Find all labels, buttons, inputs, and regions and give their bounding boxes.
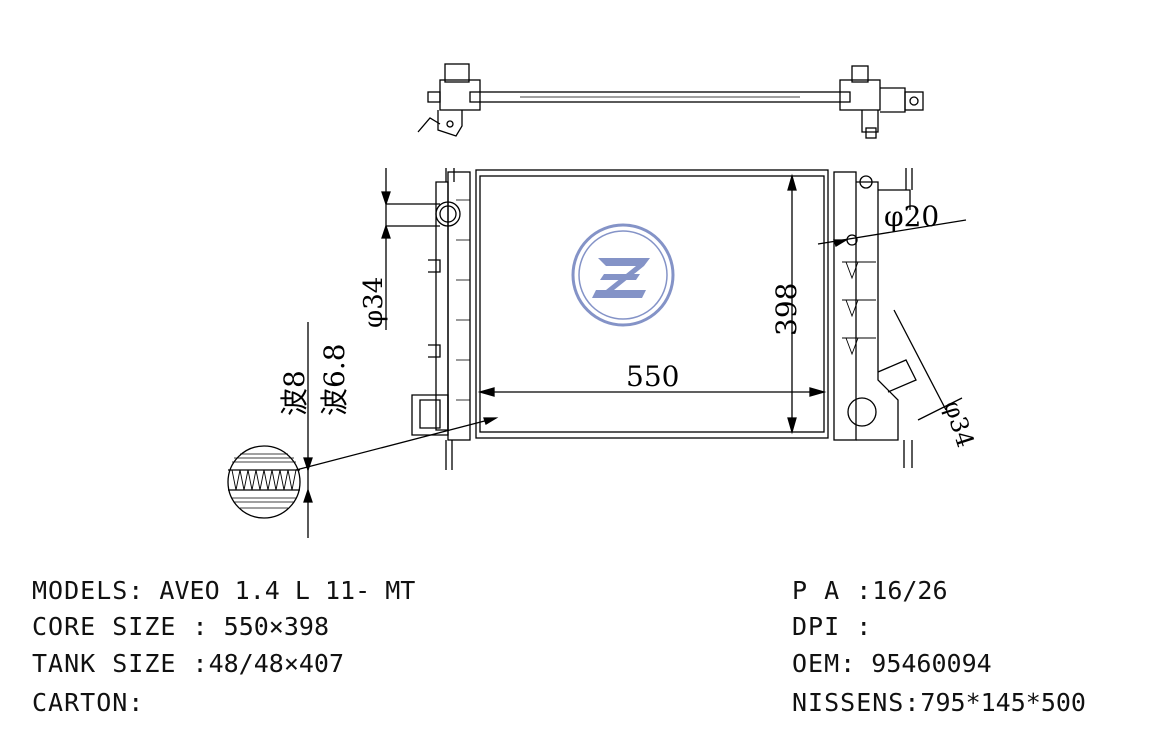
dimension-398 [787, 173, 797, 435]
radiator-core [475, 169, 829, 439]
inlet-diameter-label: φ34 [359, 277, 389, 328]
pa-label: P A : [792, 576, 873, 605]
radiator-drawing: 550 398 φ34 φ20 φ34 波8 波6.8 [227, 63, 980, 538]
core-height-label: 398 [770, 283, 803, 336]
nissens-label: NISSENS: [792, 688, 921, 717]
tank-size-row: TANK SIZE :48/48×407 [32, 649, 344, 679]
dpi-label: DPI : [792, 612, 873, 641]
tank-size-label: TANK SIZE : [32, 649, 209, 678]
core-size-row: CORE SIZE : 550×398 [32, 612, 329, 642]
dimension-inlet [381, 168, 440, 330]
carton-row: CARTON: [32, 688, 144, 718]
dimension-outlet [893, 309, 963, 421]
core-size-label: CORE SIZE : [32, 612, 209, 641]
outlet-diameter-label: φ34 [938, 397, 979, 451]
dimension-drain [817, 219, 967, 247]
models-value: AVEO 1.4 L 11- MT [159, 576, 416, 605]
pa-row: P A :16/26 [792, 576, 948, 606]
oem-label: OEM: [792, 649, 857, 678]
fin-wave-1-label: 波8 [278, 370, 311, 416]
dpi-row: DPI : [792, 612, 872, 642]
dimension-fin [295, 322, 499, 538]
models-label: MODELS: [32, 576, 145, 605]
dimension-550 [477, 387, 827, 397]
right-tank [833, 168, 917, 468]
nissens-row: NISSENS:795*145*500 [792, 688, 1086, 718]
pa-value: 16/26 [872, 576, 948, 605]
oem-row: OEM: 95460094 [792, 649, 992, 679]
core-size-value: 550×398 [223, 612, 329, 641]
left-tank [411, 168, 471, 470]
ze-logo [571, 223, 675, 327]
core-width-label: 550 [626, 360, 679, 393]
carton-label: CARTON: [32, 688, 145, 717]
models-row: MODELS: AVEO 1.4 L 11- MT [32, 576, 415, 606]
drain-diameter-label: φ20 [884, 200, 939, 233]
fin-detail [227, 445, 301, 519]
tank-size-value: 48/48×407 [208, 649, 345, 678]
nissens-value: 795*145*500 [920, 688, 1086, 717]
top-view [417, 63, 924, 139]
oem-value: 95460094 [871, 649, 992, 678]
fin-wave-2-label: 波6.8 [318, 343, 351, 416]
